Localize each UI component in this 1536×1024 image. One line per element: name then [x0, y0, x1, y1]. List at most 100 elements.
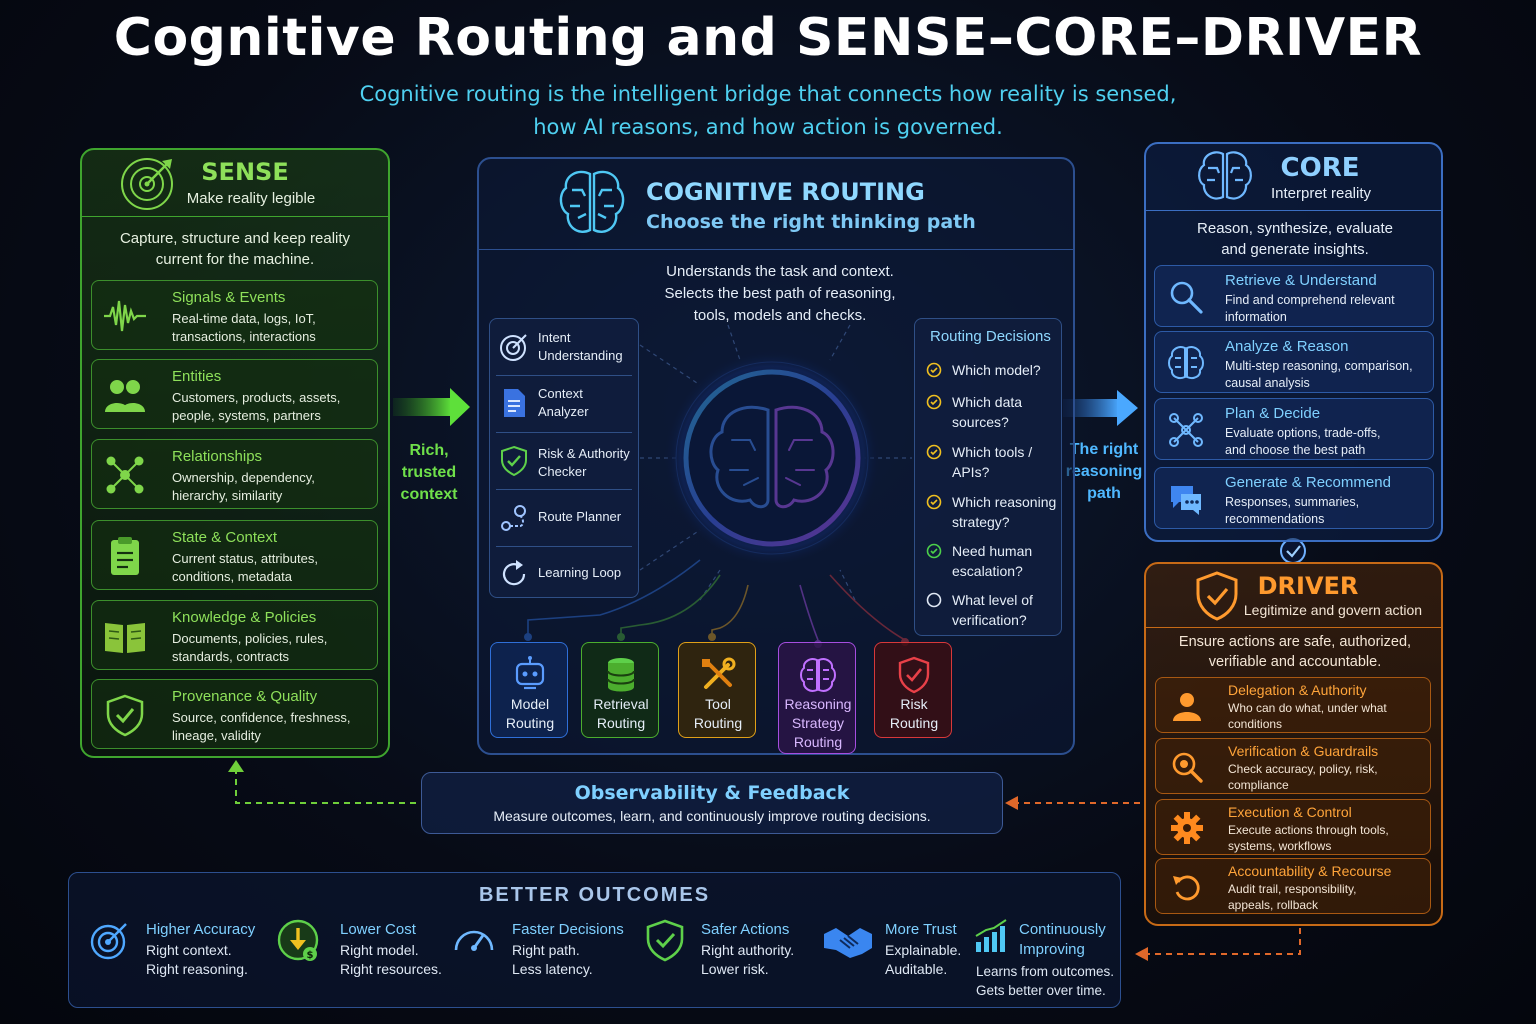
- route-icon: [501, 505, 526, 531]
- page-title: Cognitive Routing and SENSE–CORE–DRIVER: [113, 8, 1423, 68]
- driver-item-execution[interactable]: Execution & Control Execute actions thro…: [1155, 799, 1431, 855]
- waveform-icon: [104, 300, 146, 332]
- driver-item-delegation[interactable]: Delegation & Authority Who can do what, …: [1155, 677, 1431, 733]
- brain-icon: [559, 170, 625, 233]
- core-item-analyze[interactable]: Analyze & Reason Multi-step reasoning, c…: [1154, 331, 1434, 393]
- component-label: Route Planner: [538, 509, 622, 524]
- driver-item-title: Execution & Control: [1228, 804, 1352, 820]
- check-circle-icon: [926, 444, 942, 460]
- component-learning-loop[interactable]: Learning Loop: [490, 546, 638, 602]
- subtitle-line-2: how AI reasons, and how action is govern…: [533, 115, 1003, 139]
- book-icon: [105, 623, 145, 653]
- sense-item-desc: Documents, policies, rules,standards, co…: [172, 631, 328, 664]
- gear-icon: [1171, 812, 1203, 844]
- outcome-desc: Learns from outcomes.Gets better over ti…: [976, 964, 1115, 998]
- core-item-plan[interactable]: Plan & Decide Evaluate options, trade-of…: [1154, 398, 1434, 460]
- driver-item-desc: Execute actions through tools,systems, w…: [1228, 823, 1389, 853]
- list-divider: [496, 489, 632, 490]
- people-icon: [105, 380, 145, 412]
- driver-description: Ensure actions are safe, authorized,veri…: [1178, 634, 1412, 670]
- list-divider: [496, 546, 632, 547]
- sense-item-state[interactable]: State & Context Current status, attribut…: [91, 520, 378, 590]
- component-route-planner[interactable]: Route Planner: [490, 490, 638, 546]
- observability-description: Measure outcomes, learn, and continuousl…: [493, 808, 931, 824]
- driver-item-title: Verification & Guardrails: [1228, 743, 1379, 759]
- routing-title: COGNITIVE ROUTING: [646, 178, 925, 206]
- magnifier-icon: [1172, 752, 1203, 783]
- decision-label: Which tools /APIs?: [952, 444, 1033, 480]
- list-divider: [496, 375, 632, 376]
- empty-circle-icon: [926, 592, 942, 608]
- outcomes-title: BETTER OUTCOMES: [478, 884, 711, 906]
- routing-decisions-title: Routing Decisions: [930, 328, 1051, 345]
- handshake-icon: [824, 928, 872, 958]
- tools-icon: [702, 657, 736, 689]
- driver-to-feedback-arrow: [1005, 796, 1140, 810]
- outcome-desc: Right model.Right resources.: [340, 942, 442, 977]
- speedometer-icon: [454, 930, 494, 951]
- core-item-generate[interactable]: Generate & Recommend Responses, summarie…: [1154, 467, 1434, 529]
- routing-divider: [479, 249, 1073, 250]
- core-item-title: Retrieve & Understand: [1225, 272, 1377, 289]
- target-icon: [121, 158, 173, 210]
- target-icon: [90, 923, 127, 960]
- sense-item-desc: Real-time data, logs, IoT,transactions, …: [172, 311, 316, 344]
- outcome-lower-cost: $ Lower Cost Right model.Right resources…: [276, 914, 446, 996]
- brain-icon: [800, 658, 836, 692]
- driver-item-desc: Audit trail, responsibility,appeals, rol…: [1228, 882, 1357, 912]
- core-item-retrieve[interactable]: Retrieve & Understand Find and comprehen…: [1154, 265, 1434, 327]
- sense-item-title: Relationships: [172, 448, 263, 465]
- sense-item-knowledge[interactable]: Knowledge & Policies Documents, policies…: [91, 600, 378, 670]
- sense-item-title: State & Context: [172, 529, 278, 546]
- sense-item-entities[interactable]: Entities Customers, products, assets,peo…: [91, 359, 378, 429]
- driver-to-outcomes-arrow: [1135, 928, 1301, 961]
- core-divider: [1146, 210, 1441, 211]
- person-icon: [1173, 693, 1201, 721]
- network-icon: [1169, 413, 1203, 447]
- clipboard-icon: [111, 537, 139, 575]
- outcome-desc: Right authority.Lower risk.: [701, 942, 795, 977]
- outcome-safer-actions: Safer Actions Right authority.Lower risk…: [644, 914, 809, 996]
- driver-item-verification[interactable]: Verification & Guardrails Check accuracy…: [1155, 738, 1431, 794]
- decision-label: Which model?: [952, 362, 1041, 378]
- core-item-desc: Multi-step reasoning, comparison,causal …: [1225, 359, 1413, 390]
- chat-icon: [1171, 486, 1201, 515]
- sense-item-title: Signals & Events: [172, 289, 286, 306]
- outcome-desc: Right path.Less latency.: [512, 942, 593, 977]
- sense-item-relationships[interactable]: Relationships Ownership, dependency,hier…: [91, 439, 378, 509]
- routing-decisions-panel: [914, 318, 1062, 636]
- shield-check-icon: [898, 656, 930, 694]
- robot-icon: [515, 656, 545, 690]
- sense-subtitle: Make reality legible: [186, 190, 316, 207]
- driver-item-accountability[interactable]: Accountability & Recourse Audit trail, r…: [1155, 858, 1431, 914]
- sense-item-title: Entities: [172, 368, 222, 385]
- feedback-to-sense-arrow: [228, 760, 416, 804]
- check-circle-icon: [926, 543, 942, 559]
- sense-item-title: Provenance & Quality: [172, 688, 318, 705]
- document-icon: [504, 389, 525, 417]
- sense-item-signals[interactable]: Signals & Events Real-time data, logs, I…: [91, 280, 378, 350]
- search-icon: [1170, 281, 1203, 314]
- outcome-faster-decisions: Faster Decisions Right path.Less latency…: [452, 914, 632, 996]
- sense-item-provenance[interactable]: Provenance & Quality Source, confidence,…: [91, 679, 378, 749]
